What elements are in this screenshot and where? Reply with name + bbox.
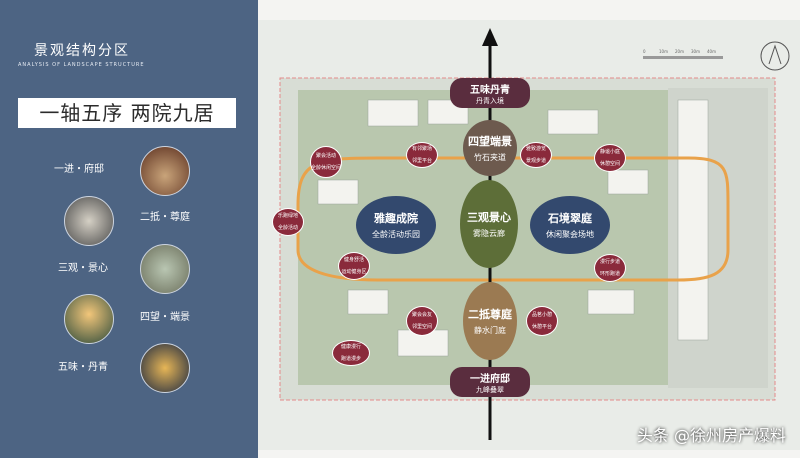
small-node-line: 健身舒活 [343, 257, 364, 263]
node-sanguan: 三观景心 雾隐云廊 [460, 180, 518, 268]
slogan: 一轴五序 两院九居 [18, 98, 236, 128]
main-axis-arrowhead [482, 28, 498, 46]
node-right-court-title: 石境翠庭 [548, 212, 592, 225]
small-node-line: 乐跑绿地 [277, 213, 298, 219]
thumbnail-3 [140, 244, 190, 294]
thumbnail-4 [64, 294, 114, 344]
node-sanguan-sub: 雾隐云廊 [473, 229, 505, 238]
node-yijin-title: 一进府邸 [470, 373, 510, 385]
node-sanguan-title: 三观景心 [467, 211, 511, 224]
small-node-line: 健康漫行 [340, 344, 361, 350]
scale-30: 30m [691, 49, 700, 54]
building-blocks [317, 99, 709, 357]
small-node-line: 品茗小憩 [531, 312, 552, 318]
small-node-line: 有邻聚场 [411, 146, 432, 152]
node-yijin-sub: 九峰叠翠 [476, 385, 504, 394]
small-node-4: 健身舒活运动健身区 [338, 252, 370, 280]
small-node-2: 有邻聚场邻里平台 [406, 142, 438, 168]
small-node-line: 静谧小庭 [599, 149, 620, 155]
thumbnail-1 [140, 146, 190, 196]
small-node-line: 邻里空间 [411, 324, 432, 330]
node-right-court: 石境翠庭 休闲聚会场地 [530, 196, 610, 254]
node-erdi: 二抵尊庭 静水门庭 [463, 282, 517, 360]
small-node-line: 聚会会友 [411, 312, 432, 318]
node-siwang: 四望端景 竹石夹道 [463, 120, 517, 176]
node-right-court-sub: 休闲聚会场地 [546, 230, 594, 239]
small-node-line: 环形跑道 [599, 271, 620, 277]
item-label-1: 一进・府邸 [54, 164, 104, 175]
small-node-3: 雅致游览景观步道 [520, 142, 552, 168]
page-title: 景观结构分区 [34, 43, 130, 59]
scale-10: 10m [659, 49, 668, 54]
page-subtitle: ANALYSIS OF LANDSCAPE STRUCTURE [18, 62, 145, 68]
small-node-line: 漫行步道 [599, 259, 620, 265]
node-wuwei-title: 五味丹青 [470, 84, 510, 96]
small-node-line: 景观步道 [525, 158, 546, 164]
small-node-7: 聚会会友邻里空间 [406, 306, 438, 336]
small-node-line: 休憩空间 [599, 161, 620, 167]
item-label-3: 三观・景心 [58, 263, 108, 274]
scale-bar [643, 56, 723, 59]
small-node-line: 休憩平台 [531, 324, 552, 330]
node-left-court: 雅趣成院 全龄活动乐园 [356, 196, 436, 254]
small-node-line: 全龄休闲空间 [311, 165, 342, 171]
thumbnail-5 [140, 343, 190, 393]
small-node-line: 运动健身区 [341, 269, 367, 275]
node-erdi-sub: 静水门庭 [474, 326, 506, 335]
small-node-6: 漫行步道环形跑道 [594, 254, 626, 282]
small-node-10: 乐跑绿地全龄活动 [272, 208, 304, 236]
node-wuwei: 五味丹青 丹青入境 [450, 78, 530, 108]
left-panel: 景观结构分区 ANALYSIS OF LANDSCAPE STRUCTURE 一… [0, 0, 258, 458]
small-node-line: 全龄活动 [277, 225, 298, 231]
small-node-9: 品茗小憩休憩平台 [526, 306, 558, 336]
scale-0: 0 [643, 49, 646, 54]
small-node-5: 健康漫行跑道漫步 [332, 340, 370, 366]
small-node-1: 聚会活动全龄休闲空间 [310, 146, 342, 178]
node-siwang-title: 四望端景 [468, 135, 512, 148]
node-wuwei-sub: 丹青入境 [476, 96, 504, 105]
small-node-line: 聚会活动 [315, 153, 336, 159]
node-erdi-title: 二抵尊庭 [468, 308, 512, 321]
compass-icon [760, 41, 790, 71]
node-siwang-sub: 竹石夹道 [474, 153, 506, 162]
node-yijin: 一进府邸 九峰叠翠 [450, 367, 530, 397]
watermark: 头条 @徐州房产爆料 [636, 426, 786, 445]
item-label-2: 二抵・尊庭 [140, 212, 190, 223]
scale-40: 40m [707, 49, 716, 54]
node-left-court-title: 雅趣成院 [374, 212, 418, 225]
scale-20: 20m [675, 49, 684, 54]
small-node-8: 静谧小庭休憩空间 [594, 144, 626, 172]
small-node-line: 跑道漫步 [340, 356, 361, 362]
small-node-line: 雅致游览 [525, 146, 546, 152]
node-left-court-sub: 全龄活动乐园 [372, 230, 420, 239]
item-label-4: 四望・端景 [140, 312, 190, 323]
site-plan: 0 10m 20m 30m 40m 雅趣成院 全龄活动乐园 石境翠庭 休闲聚会场… [258, 0, 800, 458]
item-label-5: 五味・丹青 [58, 362, 108, 373]
small-node-line: 邻里平台 [411, 158, 432, 164]
thumbnail-2 [64, 196, 114, 246]
